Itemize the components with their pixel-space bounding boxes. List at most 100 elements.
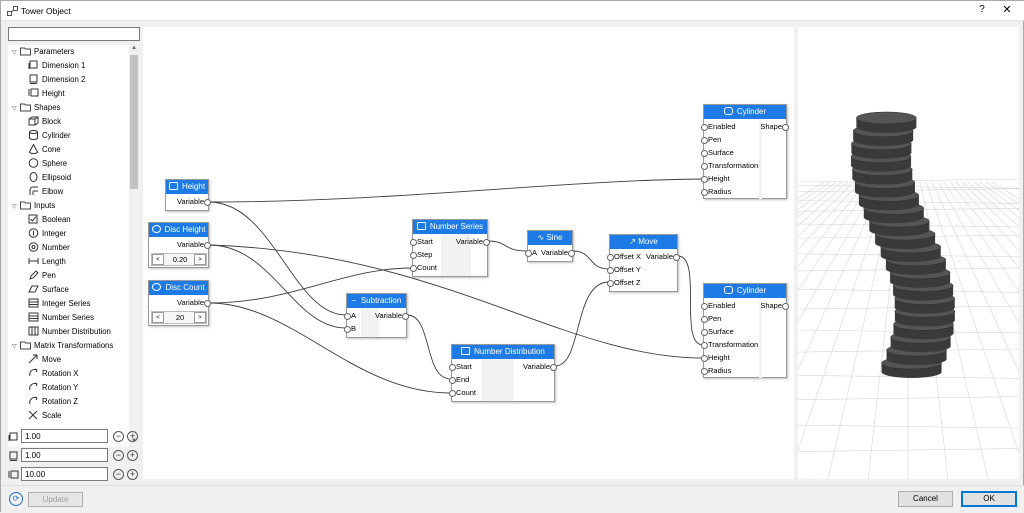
dimension-1-decrease-button[interactable]: − bbox=[113, 431, 124, 442]
node-disc-height[interactable]: Disc Height Variable < 0.20 > bbox=[148, 222, 211, 268]
input-port-offset-z[interactable]: Offset Z bbox=[607, 276, 641, 289]
node-cylinder-bottom[interactable]: Cylinder Enabled Pen Surface Transformat… bbox=[700, 283, 789, 378]
input-port-enabled[interactable]: Enabled bbox=[701, 120, 736, 133]
tree-item-length[interactable]: Length bbox=[28, 255, 66, 269]
input-port-transformation[interactable]: Transformation bbox=[700, 159, 758, 172]
input-port-end[interactable]: End bbox=[448, 373, 469, 386]
node-height[interactable]: Height Variable bbox=[165, 179, 211, 211]
input-port-step[interactable]: Step bbox=[409, 248, 432, 261]
input-port-b[interactable]: B bbox=[343, 322, 356, 335]
decrement-button[interactable]: < bbox=[152, 312, 164, 323]
input-port-pen[interactable]: Pen bbox=[700, 133, 721, 146]
output-port-variable[interactable]: Variable bbox=[177, 195, 211, 208]
input-port-offset-x[interactable]: Offset X bbox=[607, 250, 641, 263]
dimension-2-field[interactable] bbox=[21, 448, 108, 462]
output-port-variable[interactable]: Variable bbox=[375, 309, 409, 322]
tree-item-parameters[interactable]: ▽Parameters bbox=[12, 45, 74, 59]
input-port-count[interactable]: Count bbox=[409, 261, 437, 274]
disc-height-stepper[interactable]: < 0.20 > bbox=[151, 253, 207, 266]
input-port-a[interactable]: A bbox=[343, 309, 356, 322]
tree-item-move[interactable]: Move bbox=[28, 353, 61, 367]
tree-item-shapes[interactable]: ▽Shapes bbox=[12, 101, 60, 115]
output-port-variable[interactable]: Variable bbox=[646, 250, 680, 263]
cancel-button[interactable]: Cancel bbox=[898, 491, 953, 507]
input-port-a[interactable]: A bbox=[524, 246, 537, 259]
input-port-surface[interactable]: Surface bbox=[701, 146, 734, 159]
chevron-down-icon[interactable]: ▽ bbox=[12, 106, 17, 112]
output-port-variable[interactable]: Variable bbox=[541, 246, 575, 259]
dimension-2-decrease-button[interactable]: − bbox=[113, 450, 124, 461]
scroll-thumb[interactable] bbox=[130, 55, 138, 189]
node-number-distribution[interactable]: Number Distribution Start End Count Vari… bbox=[448, 344, 557, 402]
height-decrease-button[interactable]: − bbox=[113, 469, 124, 480]
tree-scrollbar[interactable]: ▲ ▼ bbox=[129, 45, 139, 447]
node-move[interactable]: ↗ Move Offset X Offset Y Offset Z Variab… bbox=[607, 234, 680, 292]
node-graph-canvas[interactable]: Height Variable Disc Height Variable < 0… bbox=[143, 27, 794, 479]
output-port-variable[interactable]: Variable bbox=[523, 360, 557, 373]
tree-item-height[interactable]: Height bbox=[28, 87, 65, 101]
help-button[interactable]: ? bbox=[979, 4, 985, 15]
node-number-series[interactable]: Number Series Start Step Count Variable bbox=[409, 219, 490, 277]
node-cylinder-top[interactable]: Cylinder Enabled Pen Surface Transformat… bbox=[700, 104, 789, 199]
input-port-start[interactable]: Start bbox=[410, 235, 433, 248]
tree-item-rotation-z[interactable]: Rotation Z bbox=[28, 395, 78, 409]
tree-item-number-series[interactable]: Number Series bbox=[28, 311, 94, 325]
chevron-down-icon[interactable]: ▽ bbox=[12, 344, 17, 350]
input-port-pen[interactable]: Pen bbox=[700, 312, 721, 325]
tree-item-matrix-transformations[interactable]: ▽Matrix Transformations bbox=[12, 339, 113, 353]
chevron-down-icon[interactable]: ▽ bbox=[12, 50, 17, 56]
input-port-count[interactable]: Count bbox=[448, 386, 476, 399]
node-sine[interactable]: ∿ Sine A Variable bbox=[524, 230, 575, 262]
chevron-down-icon[interactable]: ▽ bbox=[12, 204, 17, 210]
tree-item-elbow[interactable]: Elbow bbox=[28, 185, 63, 199]
output-port-shape[interactable]: Shape bbox=[760, 299, 789, 312]
tree-item-sphere[interactable]: Sphere bbox=[28, 157, 67, 171]
ok-button[interactable]: OK bbox=[961, 491, 1017, 507]
update-button[interactable]: Update bbox=[28, 492, 83, 507]
height-increase-button[interactable]: + bbox=[127, 469, 138, 480]
tree-item-integer[interactable]: Integer bbox=[28, 227, 66, 241]
tree-item-inputs[interactable]: ▽Inputs bbox=[12, 199, 55, 213]
dimension-1-increase-button[interactable]: + bbox=[127, 431, 138, 442]
dimension-2-increase-button[interactable]: + bbox=[127, 450, 138, 461]
input-port-enabled[interactable]: Enabled bbox=[701, 299, 736, 312]
decrement-button[interactable]: < bbox=[152, 254, 164, 265]
tree-item-integer-series[interactable]: Integer Series bbox=[28, 297, 91, 311]
tree-item-rotation-y[interactable]: Rotation Y bbox=[28, 381, 78, 395]
height-field[interactable] bbox=[21, 467, 108, 481]
increment-button[interactable]: > bbox=[194, 254, 206, 265]
input-port-offset-y[interactable]: Offset Y bbox=[607, 263, 641, 276]
input-port-height[interactable]: Height bbox=[701, 172, 730, 185]
close-button[interactable]: ✕ bbox=[1002, 4, 1012, 16]
tree-item-cone[interactable]: Cone bbox=[28, 143, 61, 157]
node-disc-count[interactable]: Disc Count Variable < 20 > bbox=[148, 280, 211, 326]
tree-item-ellipsoid[interactable]: Ellipsoid bbox=[28, 171, 71, 185]
output-port-shape[interactable]: Shape bbox=[760, 120, 789, 133]
dimension-1-field[interactable] bbox=[21, 429, 108, 443]
tree-item-dimension-2[interactable]: Dimension 2 bbox=[28, 73, 85, 87]
tree-item-boolean[interactable]: Boolean bbox=[28, 213, 71, 227]
input-port-radius[interactable]: Radius bbox=[700, 185, 731, 198]
tree-item-surface[interactable]: Surface bbox=[28, 283, 69, 297]
input-port-radius[interactable]: Radius bbox=[700, 364, 731, 377]
input-port-height[interactable]: Height bbox=[701, 351, 730, 364]
output-port-variable[interactable]: Variable bbox=[177, 296, 211, 309]
output-port-variable[interactable]: Variable bbox=[177, 238, 211, 251]
output-port-variable[interactable]: Variable bbox=[456, 235, 490, 248]
node-subtraction[interactable]: − Subtraction A B Variable bbox=[343, 293, 409, 338]
tree-item-dimension-1[interactable]: Dimension 1 bbox=[28, 59, 85, 73]
logo-icon[interactable]: ⟳ bbox=[9, 492, 23, 506]
disc-count-stepper[interactable]: < 20 > bbox=[151, 311, 207, 324]
tree-item-cylinder[interactable]: Cylinder bbox=[28, 129, 71, 143]
tree-item-block[interactable]: Block bbox=[28, 115, 61, 129]
tree-item-scale[interactable]: Scale bbox=[28, 409, 62, 423]
tree-item-rotation-x[interactable]: Rotation X bbox=[28, 367, 78, 381]
tree-item-number-distribution[interactable]: Number Distribution bbox=[28, 325, 111, 339]
input-port-surface[interactable]: Surface bbox=[701, 325, 734, 338]
search-input[interactable] bbox=[8, 27, 140, 41]
input-port-start[interactable]: Start bbox=[449, 360, 472, 373]
3d-preview[interactable] bbox=[798, 27, 1019, 479]
increment-button[interactable]: > bbox=[194, 312, 206, 323]
input-port-transformation[interactable]: Transformation bbox=[700, 338, 758, 351]
scroll-up-icon[interactable]: ▲ bbox=[131, 45, 137, 51]
